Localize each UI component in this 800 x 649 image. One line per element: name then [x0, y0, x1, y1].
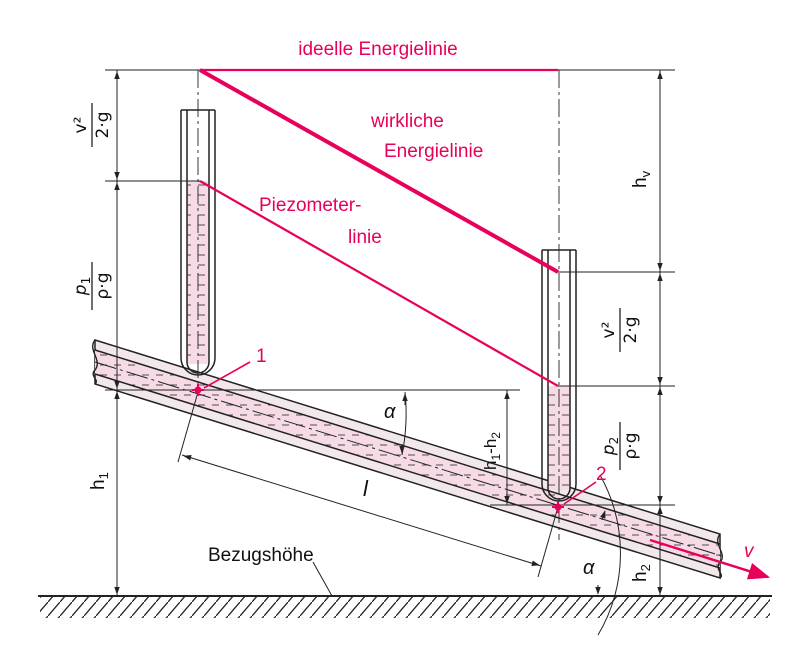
svg-text:h1-h2: h1-h2: [481, 432, 503, 470]
point-1-label: 1: [256, 346, 267, 367]
inclined-pipe: [92, 338, 726, 580]
piezometer-tube-2: [541, 70, 577, 540]
alpha-label-top: α: [384, 401, 396, 423]
svg-text:p1: p1: [71, 277, 93, 296]
svg-text:v²: v²: [71, 117, 91, 134]
ideal-energy-line-label: ideelle Energielinie: [298, 39, 458, 60]
reference-height-label: Bezugshöhe: [208, 545, 314, 566]
extension-lines: [105, 69, 680, 597]
piezometer-line-label-2: linie: [348, 227, 382, 248]
fraction-v2-2g-left: v² 2·g: [71, 103, 113, 147]
svg-text:v²: v²: [599, 322, 619, 339]
piezometer-line-label-1: Piezometer-: [259, 195, 361, 216]
angle-arcs: [399, 391, 621, 636]
piezometer-tube-1: [180, 70, 216, 395]
h2-label: h2: [630, 564, 653, 582]
svg-text:p2: p2: [599, 437, 621, 456]
measuring-points: [192, 361, 597, 513]
point-2-label: 2: [596, 464, 607, 485]
svg-text:h1: h1: [88, 472, 111, 490]
svg-text:ρ·g: ρ·g: [621, 433, 641, 460]
energy-lines: [199, 68, 559, 387]
ground: [38, 595, 772, 618]
alpha-label-bottom: α: [583, 557, 595, 579]
svg-text:2·g: 2·g: [93, 111, 113, 138]
fraction-p2-rho-g: p2 ρ·g: [599, 422, 641, 470]
velocity-arrow: [649, 538, 771, 580]
hv-label: hv: [630, 170, 653, 188]
svg-text:h2: h2: [630, 564, 653, 582]
fraction-v2-2g-right: v² 2·g: [599, 308, 641, 352]
real-energy-line-label-2: Energielinie: [384, 141, 483, 162]
real-energy-line: [199, 68, 559, 274]
svg-text:2·g: 2·g: [621, 316, 641, 343]
fraction-p1-rho-g: p1 ρ·g: [71, 262, 113, 310]
length-label: l: [363, 476, 369, 501]
svg-text:ρ·g: ρ·g: [93, 273, 113, 300]
reference-leader: [312, 561, 333, 597]
piezometer-line: [199, 180, 559, 387]
svg-text:hv: hv: [630, 170, 653, 188]
h1-label: h1: [88, 472, 111, 490]
h1-minus-h2-label: h1-h2: [481, 432, 503, 470]
real-energy-line-label-1: wirkliche: [370, 111, 444, 132]
velocity-label: v: [744, 541, 755, 562]
length-dimension: [177, 391, 559, 578]
